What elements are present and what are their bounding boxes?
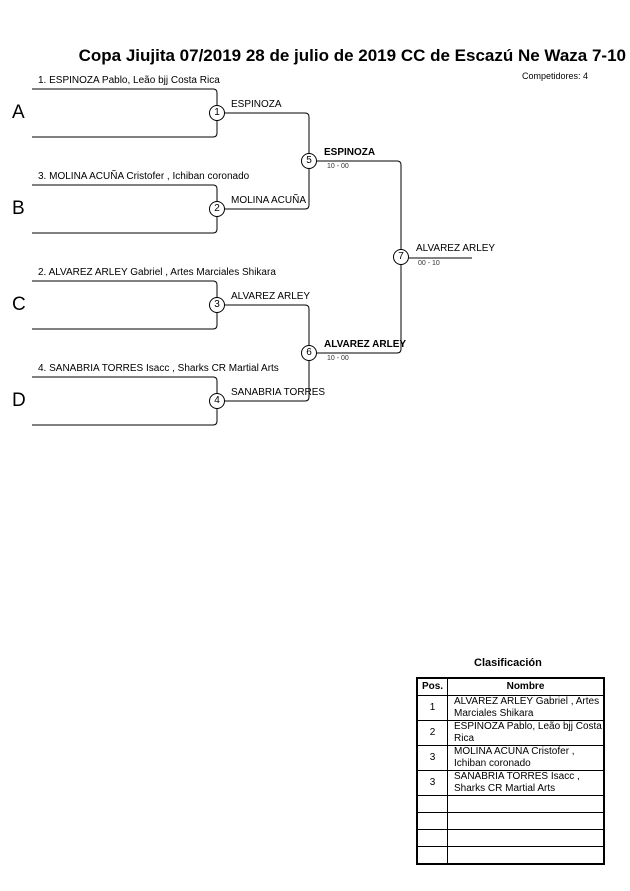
match-number-3: 3 <box>209 297 225 313</box>
match-number-1: 1 <box>209 105 225 121</box>
connector-5-7 <box>317 160 402 249</box>
classification-title: Clasificación <box>474 657 542 669</box>
bracket-a <box>32 88 218 138</box>
match-number-4: 4 <box>209 393 225 409</box>
row-pos: 3 <box>416 745 448 771</box>
winner-match-1: ESPINOZA <box>231 99 282 110</box>
table-header: Pos. Nombre <box>416 677 605 696</box>
bracket-d <box>32 376 218 426</box>
connector-4-6 <box>225 361 310 402</box>
winner-match-5: ESPINOZA <box>324 147 376 158</box>
table-row-empty <box>416 846 605 865</box>
row-name: ALVAREZ ARLEY Gabriel , Artes Marciales … <box>447 695 605 721</box>
winner-match-6: ALVAREZ ARLEY <box>324 339 407 350</box>
connector-2-5 <box>225 169 310 210</box>
connector-6-7 <box>317 265 402 354</box>
winner-match-3: ALVAREZ ARLEY <box>231 291 311 302</box>
winner-match-4: SANABRIA TORRES <box>231 387 326 398</box>
header-pos: Pos. <box>416 677 448 696</box>
page-title: Copa Jiujita 07/2019 28 de julio de 2019… <box>78 46 626 65</box>
group-letter-c: C <box>12 294 26 315</box>
table-row-empty <box>416 812 605 830</box>
final-winner: ALVAREZ ARLEY <box>416 243 496 254</box>
score-match-5: 10 - 00 <box>327 163 349 170</box>
row-pos: 2 <box>416 720 448 746</box>
row-name: ESPINOZA Pablo, Leão bjj Costa Rica <box>447 720 605 746</box>
match-number-7: 7 <box>393 249 409 265</box>
match-number-2: 2 <box>209 201 225 217</box>
bracket-b <box>32 184 218 234</box>
entry-d: 4. SANABRIA TORRES Isacc , Sharks CR Mar… <box>38 363 279 374</box>
competitors-count: Competidores: 4 <box>522 71 589 81</box>
match-number-6: 6 <box>301 345 317 361</box>
entry-c: 2. ALVAREZ ARLEY Gabriel , Artes Marcial… <box>38 267 276 278</box>
bracket-c <box>32 280 218 330</box>
match-number-5: 5 <box>301 153 317 169</box>
winner-match-2: MOLINA ACUÑA <box>231 195 307 206</box>
score-match-6: 10 - 00 <box>327 355 349 362</box>
row-name: SANABRIA TORRES Isacc , Sharks CR Martia… <box>447 770 605 796</box>
entry-a: 1. ESPINOZA Pablo, Leão bjj Costa Rica <box>38 75 220 86</box>
group-letter-b: B <box>12 198 25 219</box>
final-score: 00 - 10 <box>418 260 440 267</box>
entry-b: 3. MOLINA ACUÑA Cristofer , Ichiban coro… <box>38 171 250 182</box>
table-row-empty <box>416 829 605 847</box>
group-letter-d: D <box>12 390 26 411</box>
connector-3-6 <box>225 304 310 345</box>
group-letter-a: A <box>12 102 25 123</box>
table-row-empty <box>416 795 605 813</box>
header-name: Nombre <box>447 677 605 696</box>
row-pos: 1 <box>416 695 448 721</box>
connector-1-5 <box>225 112 310 153</box>
row-pos: 3 <box>416 770 448 796</box>
row-name: MOLINA ACUÑA Cristofer , Ichiban coronad… <box>447 745 605 771</box>
